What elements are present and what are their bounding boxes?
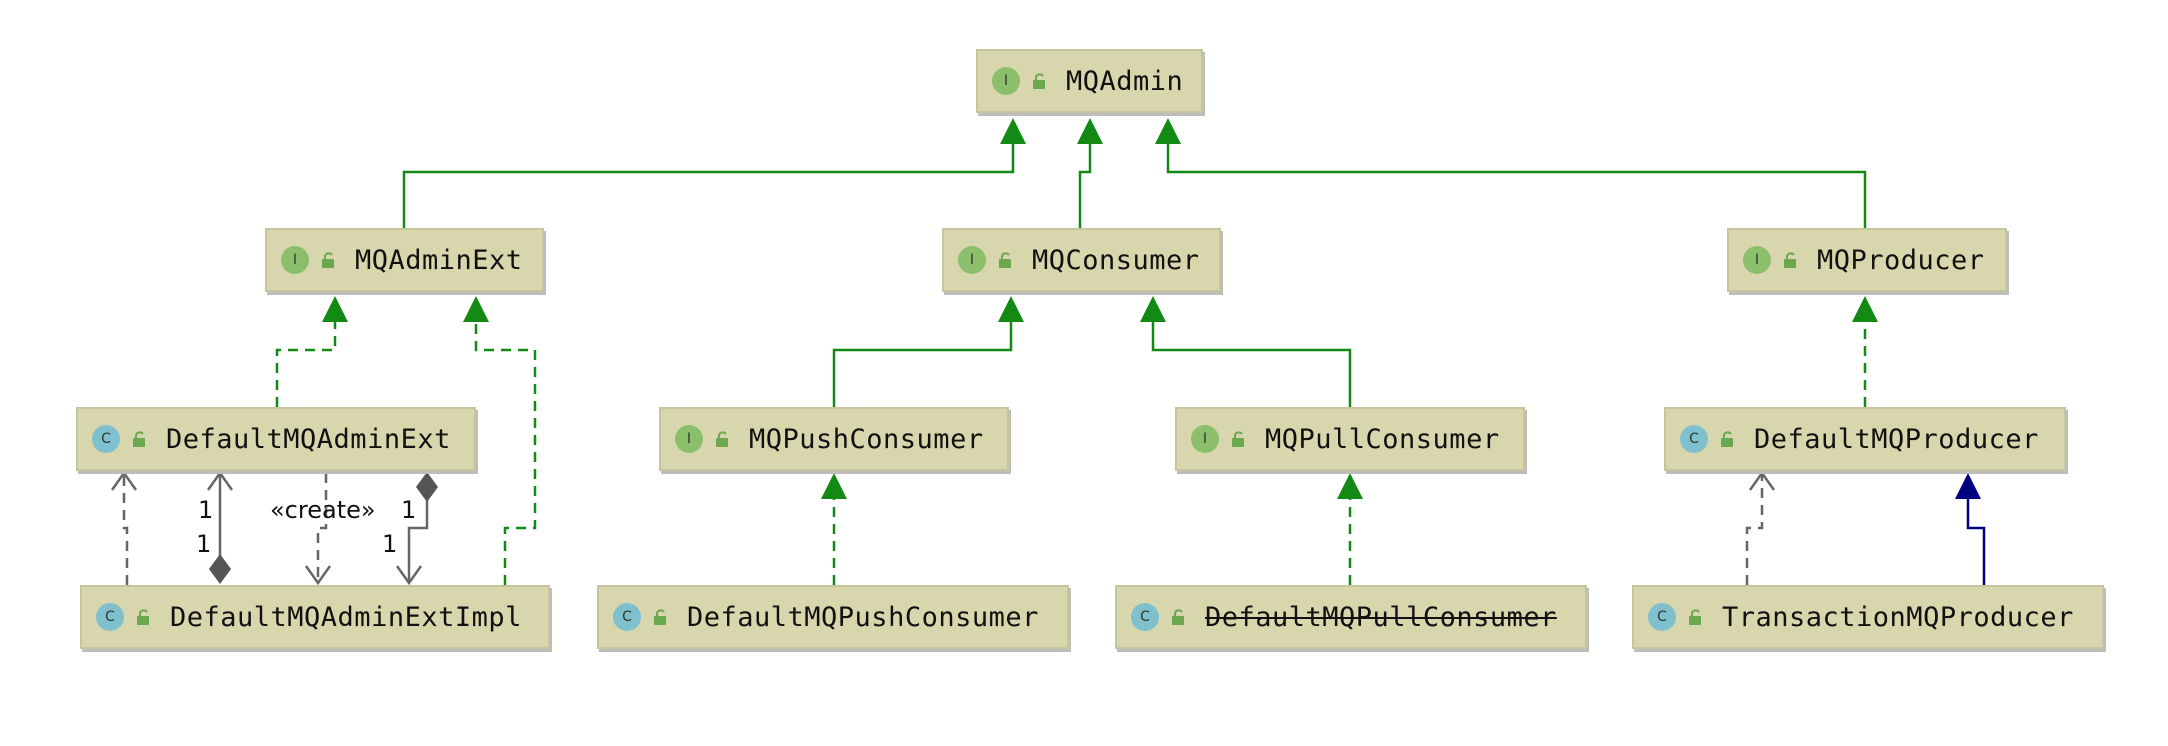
label-composition-left-bottom: 1: [196, 530, 212, 558]
arrowhead-mqpullconsumer: [1337, 473, 1363, 499]
arrowhead-mqconsumer-right: [1140, 296, 1166, 322]
arrowhead-mqadminext-right: [463, 296, 489, 322]
edge-mqpullconsumer-to-mqconsumer: [1151, 320, 1352, 407]
node-defaultmqpullconsumer[interactable]: C DefaultMQPullConsumer: [1115, 585, 1587, 649]
interface-icon: I: [958, 246, 986, 274]
diamond-right: [416, 472, 438, 502]
unlocked-icon: [1033, 73, 1045, 89]
node-defaultmqadminext[interactable]: C DefaultMQAdminExt: [76, 407, 476, 471]
arrowhead-mqpushconsumer: [821, 473, 847, 499]
label-composition-left-top: 1: [198, 496, 214, 524]
node-label: DefaultMQAdminExt: [166, 423, 451, 455]
class-icon: C: [1131, 603, 1159, 631]
interface-icon: I: [675, 425, 703, 453]
node-mqadmin[interactable]: I MQAdmin: [976, 49, 1203, 113]
node-transactionmqproducer[interactable]: C TransactionMQProducer: [1632, 585, 2104, 649]
arrowhead-mqproducer: [1852, 296, 1878, 322]
node-label: MQProducer: [1817, 244, 1985, 276]
interface-icon: I: [1743, 246, 1771, 274]
node-mqadminext[interactable]: I MQAdminExt: [265, 228, 544, 292]
arrowhead-defaultmqproducer-navy: [1955, 473, 1981, 499]
arrowhead-open-transaction-dep: [1748, 470, 1776, 491]
node-mqproducer[interactable]: I MQProducer: [1727, 228, 2007, 292]
unlocked-icon: [137, 609, 149, 625]
arrowhead-mqadminext-left: [322, 296, 348, 322]
node-defaultmqproducer[interactable]: C DefaultMQProducer: [1664, 407, 2066, 471]
arrowheads-realization: [322, 118, 1878, 499]
node-mqpullconsumer[interactable]: I MQPullConsumer: [1175, 407, 1525, 471]
edges-dependency: [110, 470, 1776, 586]
node-mqconsumer[interactable]: I MQConsumer: [942, 228, 1221, 292]
edge-create-adminext-to-impl: [316, 473, 328, 583]
edge-mqadminext-to-mqadmin: [402, 142, 1015, 228]
edge-mqpushconsumer-to-mqconsumer: [832, 320, 1013, 407]
edge-transaction-depends-defaultproducer: [1745, 473, 1764, 585]
interface-icon: I: [992, 67, 1020, 95]
unlocked-icon: [1721, 431, 1733, 447]
edge-defaultmqadminextimpl-to-mqadminext: [474, 320, 537, 585]
arrowhead-open-composition-left: [206, 470, 234, 491]
arrowhead-mqadmin-right: [1155, 118, 1181, 144]
diamond-left: [209, 554, 231, 584]
arrowhead-mqconsumer-left: [998, 296, 1024, 322]
class-icon: C: [92, 425, 120, 453]
node-label: MQAdminExt: [355, 244, 523, 276]
node-label: DefaultMQAdminExtImpl: [170, 601, 522, 633]
class-icon: C: [96, 603, 124, 631]
unlocked-icon: [716, 431, 728, 447]
edge-transactionmqproducer-to-defaultmqproducer: [1955, 473, 1986, 585]
edge-defaultmqadminext-to-mqadminext: [275, 320, 337, 407]
edge-mqproducer-to-mqadmin: [1166, 142, 1867, 228]
unlocked-icon: [1689, 609, 1701, 625]
node-label: DefaultMQPushConsumer: [687, 601, 1039, 633]
class-icon: C: [613, 603, 641, 631]
arrowhead-mqadmin-left: [1000, 118, 1026, 144]
node-label: TransactionMQProducer: [1722, 601, 2074, 633]
class-icon: C: [1648, 603, 1676, 631]
edges-interface-extends: [402, 142, 1867, 407]
unlocked-icon: [1232, 431, 1244, 447]
label-create: «create»: [270, 496, 376, 524]
unlocked-icon: [322, 252, 334, 268]
node-mqpushconsumer[interactable]: I MQPushConsumer: [659, 407, 1009, 471]
edges-implements: [275, 320, 1867, 585]
class-icon: C: [1680, 425, 1708, 453]
arrowhead-open-create: [304, 565, 332, 586]
interface-icon: I: [281, 246, 309, 274]
node-label: DefaultMQPullConsumer: [1205, 601, 1557, 633]
arrowhead-mqadmin-center: [1077, 118, 1103, 144]
node-label: MQPushConsumer: [749, 423, 984, 455]
unlocked-icon: [133, 431, 145, 447]
edge-mqconsumer-to-mqadmin: [1078, 142, 1092, 228]
label-composition-right-top: 1: [401, 496, 417, 524]
node-defaultmqpushconsumer[interactable]: C DefaultMQPushConsumer: [597, 585, 1069, 649]
node-label: MQConsumer: [1032, 244, 1200, 276]
edge-impl-depends-adminext: [122, 473, 129, 585]
node-label: MQAdmin: [1066, 65, 1184, 97]
unlocked-icon: [654, 609, 666, 625]
unlocked-icon: [1172, 609, 1184, 625]
arrowhead-open-composition-right: [395, 565, 423, 586]
unlocked-icon: [999, 252, 1011, 268]
node-label: MQPullConsumer: [1265, 423, 1500, 455]
node-defaultmqadminextimpl[interactable]: C DefaultMQAdminExtImpl: [80, 585, 550, 649]
label-composition-right-bottom: 1: [382, 530, 398, 558]
node-label: DefaultMQProducer: [1754, 423, 2039, 455]
unlocked-icon: [1784, 252, 1796, 268]
composition-diamonds: [209, 472, 438, 584]
interface-icon: I: [1191, 425, 1219, 453]
arrowhead-open-impl-dep: [110, 470, 138, 491]
